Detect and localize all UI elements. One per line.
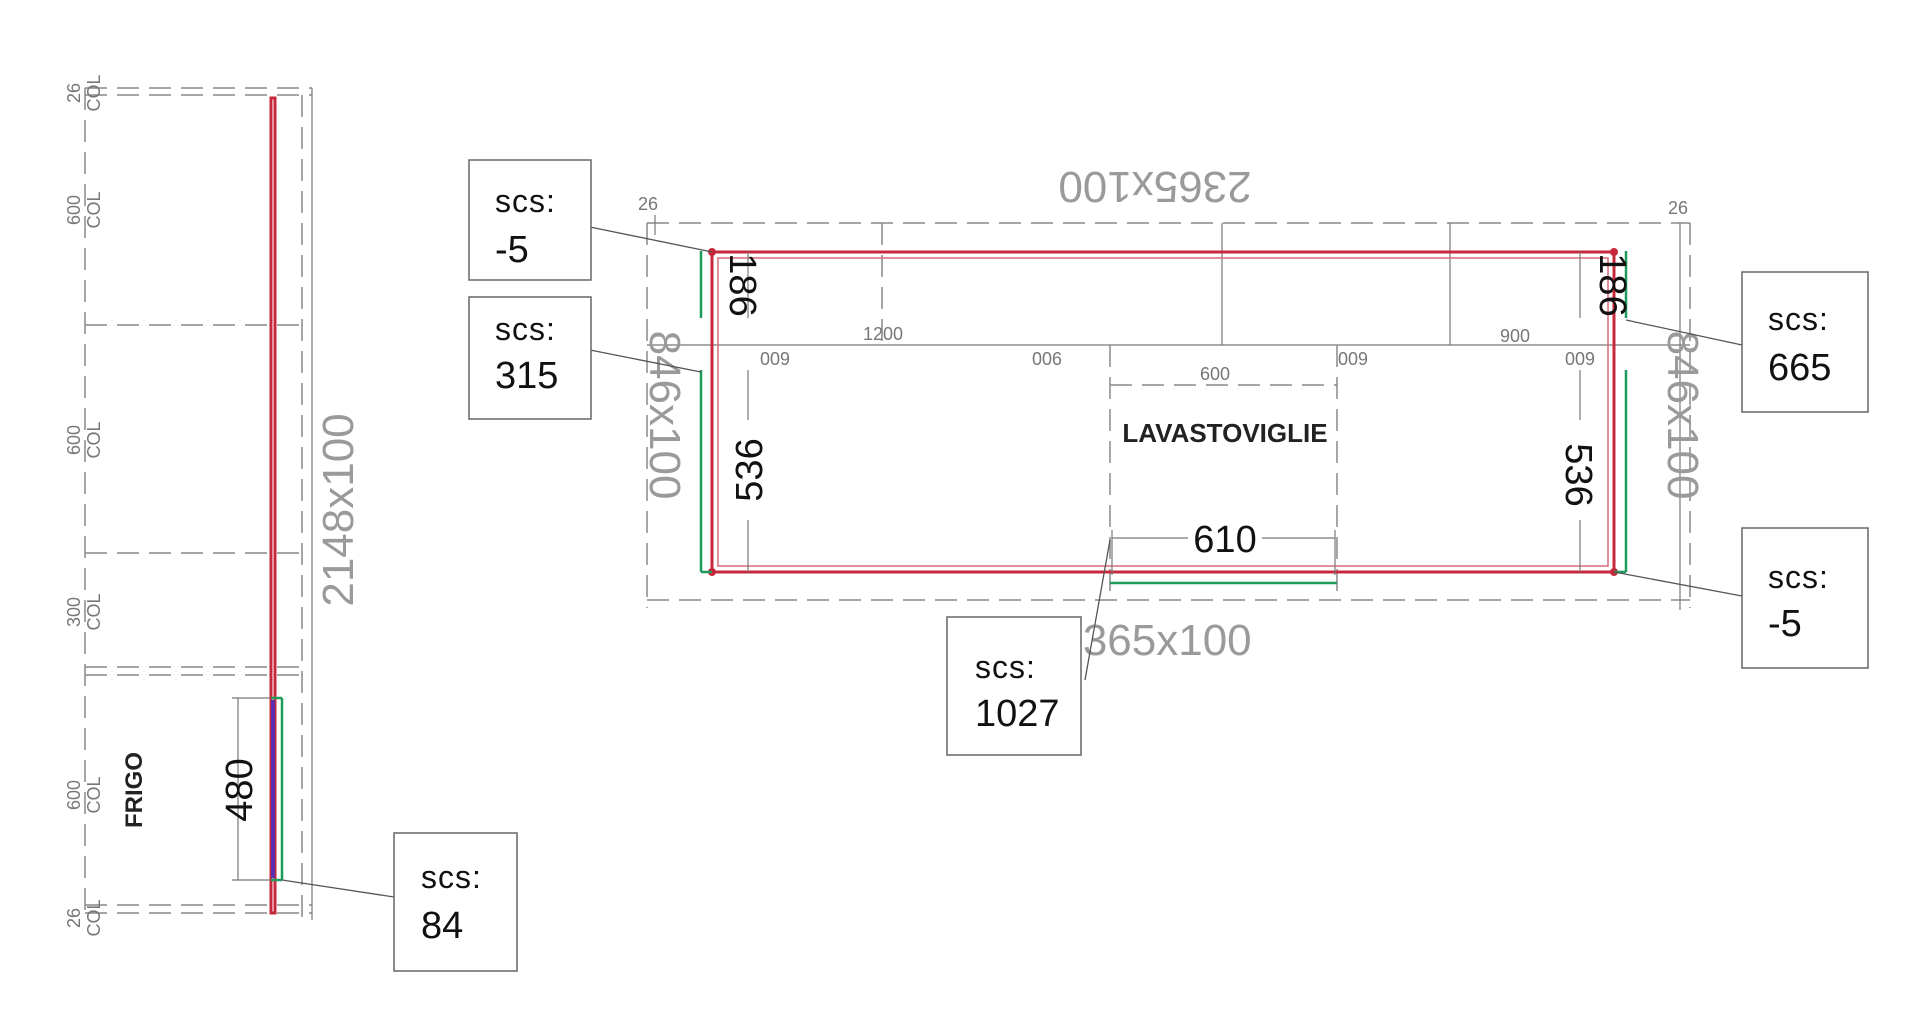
scs-box-left — [468, 296, 592, 420]
left-module-size: 600 — [64, 195, 84, 225]
left-module-tag: COL — [84, 593, 104, 630]
scs-value: -5 — [495, 229, 529, 271]
scs-value: 315 — [495, 355, 558, 397]
module-label: 600 — [1200, 364, 1230, 384]
module-label: 600 — [1565, 348, 1595, 368]
scs-box-fridge — [393, 832, 518, 972]
scs-value: 665 — [1768, 347, 1831, 389]
island-top-dimension: 2365x100 — [1058, 162, 1251, 211]
measure-left: 536 — [729, 438, 771, 501]
left-module-size: 600 — [64, 780, 84, 810]
left-module-size: 600 — [64, 425, 84, 455]
scs-title: scs: — [1768, 559, 1829, 595]
island-right-dimension: 846x100 — [1658, 331, 1707, 500]
left-wall-plan: 480 FRIGO 26 COL 600 COL 600 COL 300 COL… — [64, 74, 518, 972]
scs-box-right-bottom — [1741, 527, 1869, 669]
left-module-tag: COL — [84, 191, 104, 228]
left-module-tag: COL — [84, 776, 104, 813]
scs-title: scs: — [421, 859, 482, 895]
island-bottom-dimension: 2365x100 — [1058, 616, 1251, 665]
left-module-size: 26 — [64, 908, 84, 928]
scs-callouts: scs: -5 scs: 315 scs: 1027 scs: 665 scs:… — [468, 159, 1869, 756]
dishwasher-measure: 610 — [1193, 519, 1256, 561]
measure-right: 536 — [1557, 443, 1599, 506]
fridge-measure: 480 — [219, 758, 261, 821]
left-module-tag: COL — [84, 74, 104, 111]
module-label: 600 — [760, 348, 790, 368]
module-label: 600 — [1338, 348, 1368, 368]
scs-box-top-left — [468, 159, 592, 281]
module-label: 900 — [1032, 348, 1062, 368]
left-module-tag: COL — [84, 899, 104, 936]
scs-box-right-top — [1741, 271, 1869, 413]
scs-value: 1027 — [975, 693, 1060, 735]
measure-top-left: 186 — [721, 253, 763, 316]
corner-label-right: 26 — [1668, 198, 1688, 218]
left-module-tag: COL — [84, 421, 104, 458]
scs-title: scs: — [495, 183, 556, 219]
corner-label-left: 26 — [638, 194, 658, 214]
left-module-size: 26 — [64, 83, 84, 103]
scs-title: scs: — [975, 649, 1036, 685]
left-module-size: 300 — [64, 597, 84, 627]
island-plan: 26 26 2365x100 2365x100 846x100 846x100 … — [638, 162, 1707, 665]
island-left-dimension: 846x100 — [640, 331, 689, 500]
scs-value: -5 — [1768, 603, 1802, 645]
module-label: 900 — [1500, 326, 1530, 346]
fridge-label: FRIGO — [121, 752, 148, 828]
measure-top-right: 186 — [1591, 253, 1633, 316]
scs-title: scs: — [1768, 301, 1829, 337]
scs-box-bottom — [946, 616, 1082, 756]
module-label: 1200 — [863, 324, 903, 344]
dishwasher-label: LAVASTOVIGLIE — [1122, 418, 1327, 448]
scs-title: scs: — [495, 311, 556, 347]
left-wall-dimension: 2148x100 — [314, 413, 363, 606]
scs-value: 84 — [421, 905, 463, 947]
